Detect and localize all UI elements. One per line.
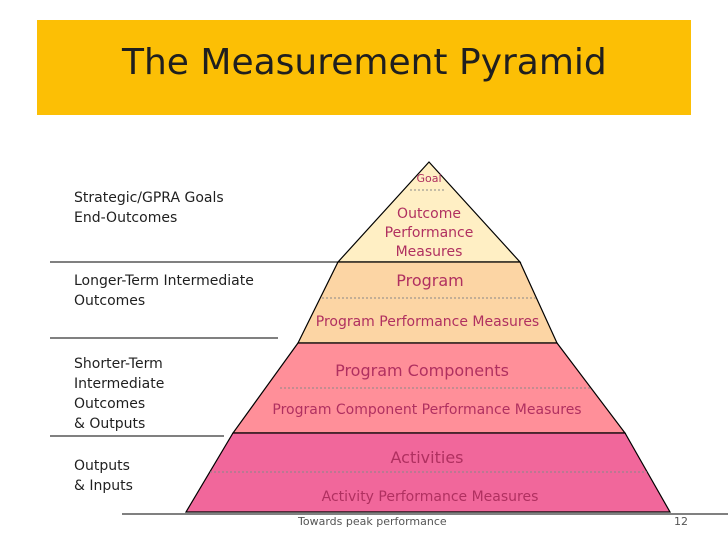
- label-outcome-3: Measures: [395, 244, 463, 260]
- title-bar: [37, 20, 691, 115]
- side-label-outputs-2: & Inputs: [74, 478, 133, 494]
- footer-caption: Towards peak performance: [298, 515, 447, 528]
- page-number: 12: [674, 515, 688, 528]
- label-activities-measures: Activity Performance Measures: [321, 489, 539, 505]
- side-label-strategic-1: Strategic/GPRA Goals: [74, 190, 224, 206]
- label-goal: Goal: [416, 172, 442, 185]
- label-activities: Activities: [390, 448, 464, 467]
- label-outcome-2: Performance: [384, 225, 474, 241]
- side-label-shorter-4: & Outputs: [74, 416, 146, 432]
- side-label-outputs: Outputs & Inputs: [74, 456, 133, 496]
- side-label-outputs-1: Outputs: [74, 458, 130, 474]
- side-label-longer-2: Outcomes: [74, 293, 146, 309]
- label-program: Program: [396, 271, 464, 290]
- side-label-longer-1: Longer-Term Intermediate: [74, 273, 254, 289]
- label-components: Program Components: [335, 361, 509, 380]
- label-outcome-1: Outcome: [397, 206, 461, 222]
- side-label-shorter-2: Intermediate: [74, 376, 165, 392]
- side-label-longer: Longer-Term Intermediate Outcomes: [74, 271, 254, 311]
- side-label-shorter-3: Outcomes: [74, 396, 146, 412]
- side-label-shorter: Shorter-Term Intermediate Outcomes & Out…: [74, 354, 164, 434]
- side-label-strategic-2: End-Outcomes: [74, 210, 178, 226]
- label-components-measures: Program Component Performance Measures: [272, 402, 582, 418]
- page-title: The Measurement Pyramid: [122, 42, 607, 83]
- side-label-strategic: Strategic/GPRA Goals End-Outcomes: [74, 188, 224, 228]
- label-program-measures: Program Performance Measures: [315, 314, 540, 330]
- side-label-shorter-1: Shorter-Term: [74, 356, 163, 372]
